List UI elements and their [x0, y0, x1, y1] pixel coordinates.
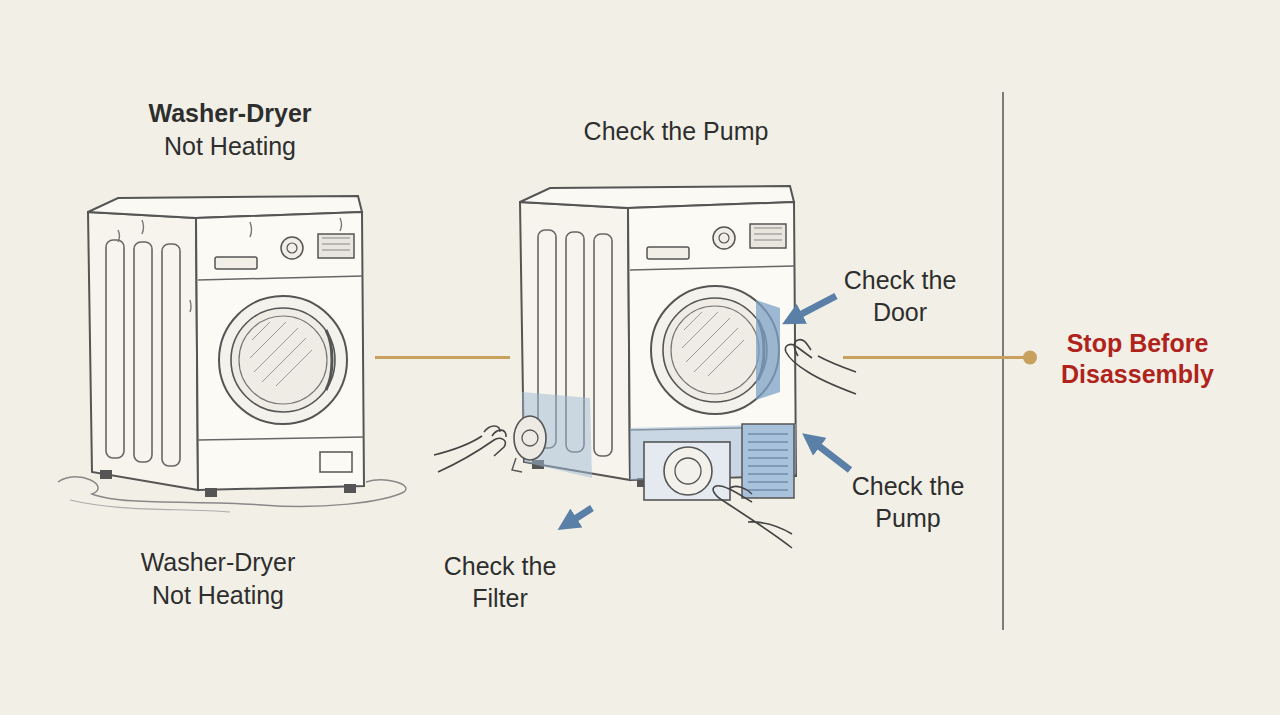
node-caption: Washer-Dryer Not Heating: [128, 546, 308, 612]
hand: [713, 486, 792, 548]
node-heading: Check the Pump: [576, 115, 776, 148]
node-heading: Washer-Dryer Not Heating: [140, 97, 320, 163]
connector-line: [375, 356, 510, 359]
water-puddle: [70, 500, 230, 512]
hand: [785, 340, 856, 394]
drain-hose: [512, 458, 522, 472]
stop-node: Stop Before Disassembly: [1030, 325, 1245, 390]
callout-arrow: [567, 508, 592, 524]
node-heading: Stop Before Disassembly: [1050, 328, 1225, 390]
filter-cap: [664, 447, 712, 495]
washer-dryer: [88, 196, 364, 497]
connector-dot: [1023, 351, 1037, 365]
machine-node: Check the Pump: [510, 105, 843, 610]
filter-cap: [675, 458, 701, 484]
divider-line: [1002, 92, 1004, 630]
vent-slats: [748, 434, 788, 490]
filter-hatch: [644, 442, 730, 500]
callout-arrow: [811, 440, 850, 470]
water-drips: [118, 218, 342, 312]
callout-label: Check the Pump: [838, 470, 978, 534]
door-highlight: [756, 300, 780, 400]
callout-label: Check the Door: [830, 264, 970, 328]
hand: [434, 426, 506, 472]
connector-line: [843, 356, 1030, 359]
machine-node: Washer-Dryer Not HeatingWasher-Dryer Not…: [85, 95, 375, 620]
callout-label: Check the Filter: [430, 550, 570, 614]
pump-vent: [742, 424, 794, 498]
callout-arrow: [792, 296, 836, 319]
drain-cap: [522, 430, 538, 446]
drain-cap: [514, 416, 546, 460]
